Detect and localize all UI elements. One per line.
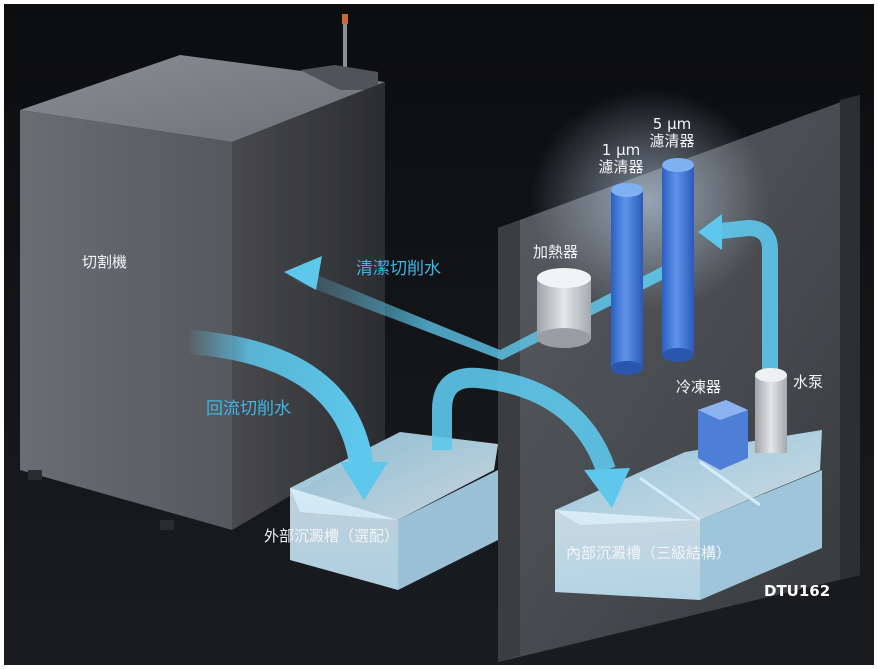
return-water-arrowhead xyxy=(340,462,388,500)
pump-return-arrowhead xyxy=(698,214,722,250)
unit-edge xyxy=(498,220,520,662)
chiller-body xyxy=(698,400,748,470)
chiller-top xyxy=(698,400,748,420)
model-label: DTU162 xyxy=(764,582,831,600)
filter-1um-label: 1 μm 濾清器 xyxy=(593,141,649,177)
signal-lamp-pole xyxy=(343,22,347,92)
filter-1um-body xyxy=(611,190,643,368)
filter-5um-body xyxy=(662,165,694,355)
filter-1um-name: 濾清器 xyxy=(598,158,644,177)
filter-5um-top xyxy=(662,158,694,172)
heater-top xyxy=(537,268,591,288)
filter-5um xyxy=(662,158,694,362)
external-tank-label: 外部沉澱槽（選配） xyxy=(264,527,400,545)
machine-front xyxy=(20,110,232,530)
internal-tank-front xyxy=(555,510,700,600)
pump-return-flow xyxy=(698,214,778,370)
machine-foot xyxy=(160,520,174,530)
pump-body xyxy=(755,375,787,453)
internal-tank xyxy=(555,430,822,600)
external-tank-water xyxy=(290,432,498,520)
transfer-arrowhead xyxy=(584,468,630,508)
internal-tank-side xyxy=(700,470,822,600)
chiller-label: 冷凍器 xyxy=(676,378,722,396)
filter-1um-top xyxy=(611,183,643,197)
machine-roof-block xyxy=(300,65,378,90)
cutting-machine-label: 切割機 xyxy=(82,253,128,271)
pump-top xyxy=(755,368,787,382)
machine-foot xyxy=(28,470,42,480)
external-tank xyxy=(290,432,498,590)
clean-water-pipe xyxy=(290,245,690,360)
heater-label: 加熱器 xyxy=(533,243,579,261)
internal-tank-water xyxy=(555,430,822,525)
unit-side xyxy=(840,95,860,580)
filter-glow xyxy=(530,90,770,310)
internal-tank-label: 內部沉澱槽（三級結構） xyxy=(566,544,732,562)
tank-divider xyxy=(699,460,761,507)
filter-5um-size: 5 μm xyxy=(652,115,692,133)
transfer-flow xyxy=(432,367,630,508)
cutting-machine xyxy=(20,14,385,530)
filter-1um xyxy=(611,183,643,375)
filter-1um-size: 1 μm xyxy=(601,141,641,159)
tank-divider xyxy=(639,476,701,522)
pump-return-pipe xyxy=(711,219,778,370)
clean-water-label: 清潔切削水 xyxy=(356,259,441,279)
heater-bottom xyxy=(537,328,591,348)
clean-water-flow xyxy=(284,245,690,360)
filter-5um-label: 5 μm 濾清器 xyxy=(644,115,700,151)
return-water-pipe xyxy=(189,330,374,472)
filter-1um-bottom xyxy=(611,361,643,375)
external-tank-side xyxy=(398,470,498,590)
pump xyxy=(755,368,787,453)
pump-label: 水泵 xyxy=(793,373,824,391)
filter-5um-bottom xyxy=(662,348,694,362)
filter-5um-name: 濾清器 xyxy=(649,132,695,151)
chiller xyxy=(698,400,748,470)
clean-water-arrowhead xyxy=(284,256,322,290)
machine-top xyxy=(20,55,385,142)
signal-lamp xyxy=(342,14,348,24)
return-water-flow xyxy=(189,330,388,500)
external-tank-front xyxy=(290,488,398,590)
heater xyxy=(537,268,591,348)
transfer-pipe xyxy=(432,367,616,474)
return-water-label: 回流切削水 xyxy=(206,399,291,419)
